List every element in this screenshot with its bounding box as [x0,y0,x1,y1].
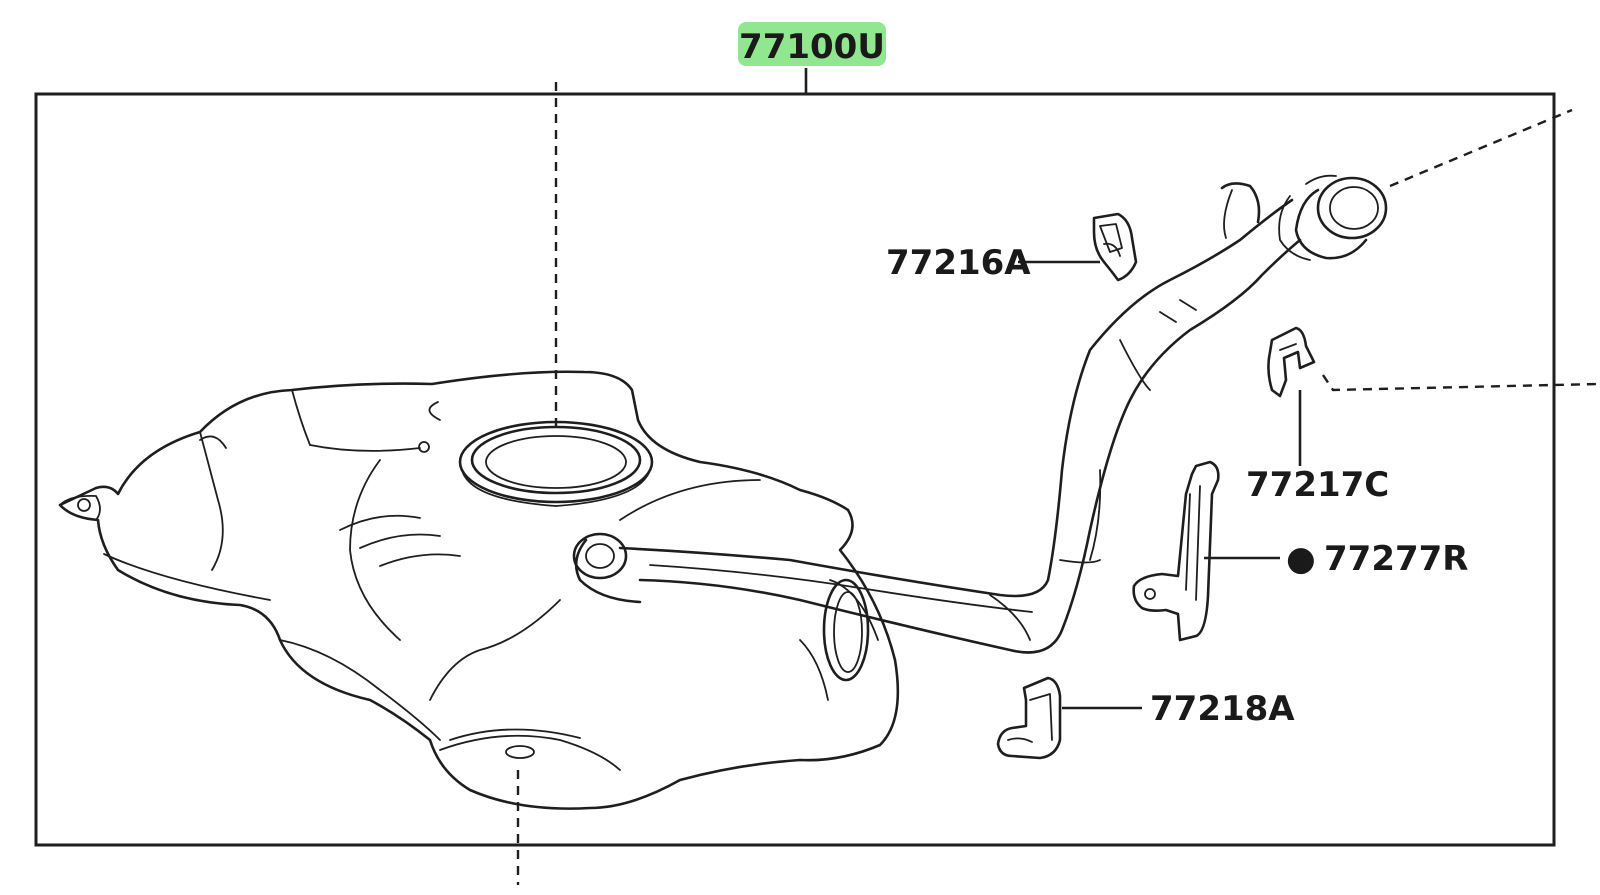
part-77218A-bracket[interactable] [996,676,1062,760]
dashed-line-filler-cap [1389,108,1573,188]
part-label-77216A[interactable]: 77216A [886,243,1031,283]
filler-neck[interactable] [1278,174,1388,261]
dashed-line-clamp [1322,374,1599,392]
assembly-highlight [738,22,886,66]
fuel-tank[interactable] [58,370,900,810]
part-77216A-bracket[interactable] [1092,212,1138,282]
part-77217C-clip[interactable] [1267,326,1316,398]
part-label-77217C[interactable]: 77217C [1246,465,1389,505]
assembly-part-number: 77100U [739,27,885,67]
assembly-callout[interactable]: 77100U [738,22,886,94]
filler-pipe[interactable] [572,182,1302,654]
part-77277R-marker: ● [1286,539,1316,579]
pump-opening-ring[interactable] [458,420,654,507]
part-77277R-protector[interactable] [1132,460,1220,642]
tank-side-opening[interactable] [822,578,879,682]
assembly-frame [34,92,1556,847]
part-label-77218A[interactable]: 77218A [1150,689,1295,729]
part-label-77277R[interactable]: 77277R [1324,539,1468,579]
